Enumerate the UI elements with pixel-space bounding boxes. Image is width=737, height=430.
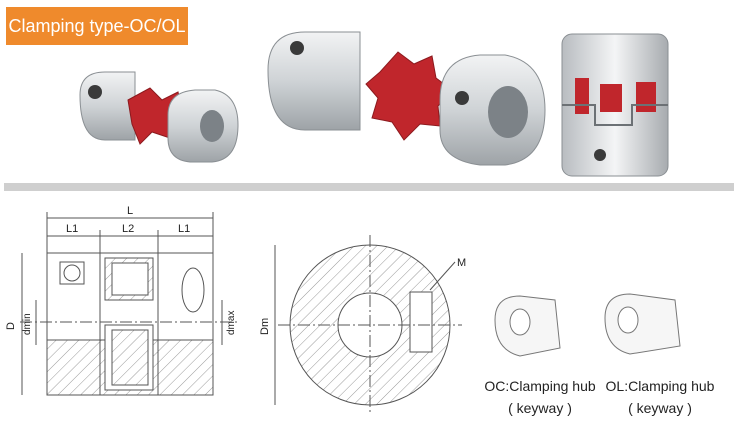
coupling-small-illustration bbox=[79, 71, 239, 163]
coupling-assembled-illustration bbox=[561, 33, 669, 177]
front-view-drawing bbox=[274, 235, 462, 415]
ol-hub-sketch bbox=[604, 293, 681, 355]
hub-caption-oc: OC:Clamping hub bbox=[484, 378, 596, 394]
label-dmax: dmax bbox=[226, 311, 237, 335]
label-Dm: Dm bbox=[259, 318, 271, 335]
label-D: D bbox=[5, 322, 17, 330]
label-L1-left: L1 bbox=[66, 223, 78, 235]
title-badge: Clamping type-OC/OL bbox=[6, 7, 188, 45]
hub-sub-ol: ( keyway ) bbox=[628, 400, 692, 416]
label-L2: L2 bbox=[122, 223, 134, 235]
section-divider bbox=[4, 183, 734, 191]
label-dmin: dmin bbox=[22, 313, 33, 335]
hub-sub-oc: ( keyway ) bbox=[508, 400, 572, 416]
label-L1-right: L1 bbox=[178, 223, 190, 235]
label-L: L bbox=[127, 205, 133, 217]
oc-hub-sketch bbox=[494, 295, 561, 357]
label-M: M bbox=[457, 257, 466, 269]
hub-caption-ol: OL:Clamping hub bbox=[605, 378, 715, 394]
coupling-large-illustration bbox=[267, 31, 546, 166]
side-view-drawing bbox=[20, 212, 240, 396]
